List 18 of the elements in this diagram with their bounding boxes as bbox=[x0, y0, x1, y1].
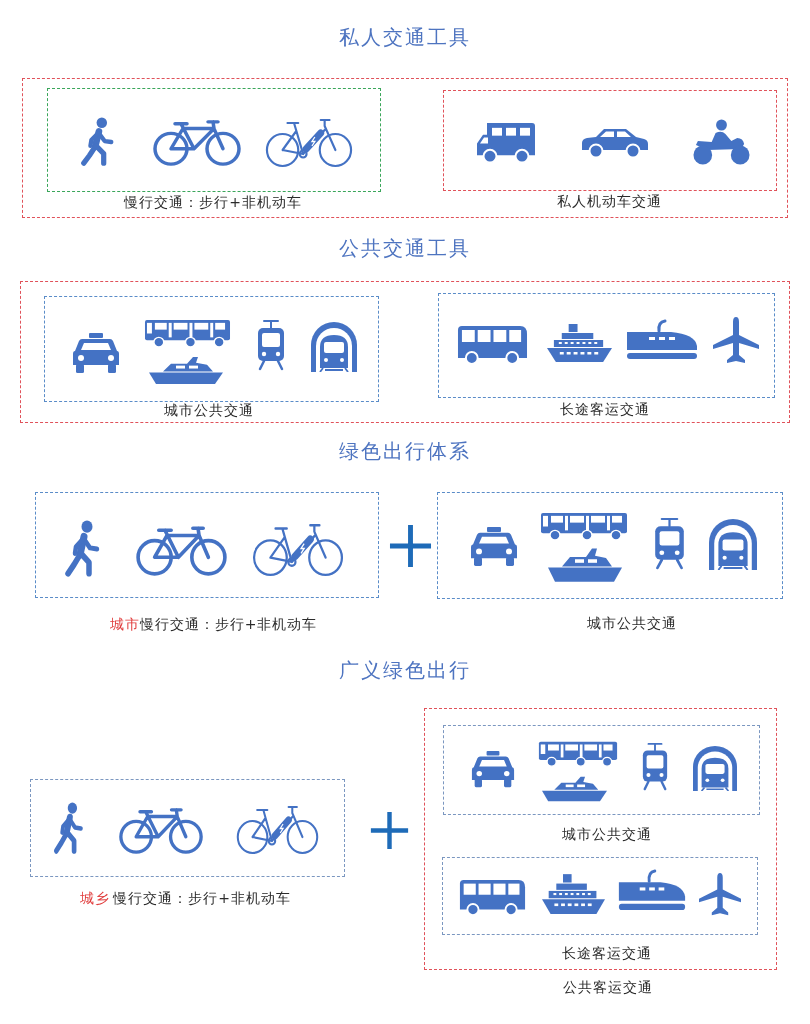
group-caption: 城市公共交通 bbox=[586, 614, 677, 633]
section-heading: 公共交通工具 bbox=[339, 235, 471, 261]
section-heading: 广义绿色出行 bbox=[339, 657, 471, 683]
group-caption: 私人机动车交通 bbox=[556, 193, 662, 211]
group-caption: 慢行交通：步行+非机动车 bbox=[113, 889, 291, 908]
section-heading: 私人交通工具 bbox=[339, 24, 471, 50]
group-caption: 慢行交通：步行+非机动车 bbox=[139, 615, 318, 634]
group-caption: 长途客运交通 bbox=[562, 945, 652, 963]
group-caption: 城市公共交通 bbox=[562, 826, 652, 844]
group-caption: 慢行交通：步行+非机动车 bbox=[124, 194, 302, 212]
group-caption: 长途客运交通 bbox=[560, 401, 650, 419]
highlighted-caption-word: 城市 bbox=[109, 615, 140, 634]
dashed-section-frame bbox=[20, 281, 790, 423]
highlighted-caption-word: 城乡 bbox=[80, 889, 111, 908]
group-caption: 公共客运交通 bbox=[562, 978, 653, 997]
section-heading: 绿色出行体系 bbox=[339, 438, 471, 464]
dashed-section-frame bbox=[22, 78, 788, 218]
group-caption: 城市公共交通 bbox=[164, 402, 254, 420]
